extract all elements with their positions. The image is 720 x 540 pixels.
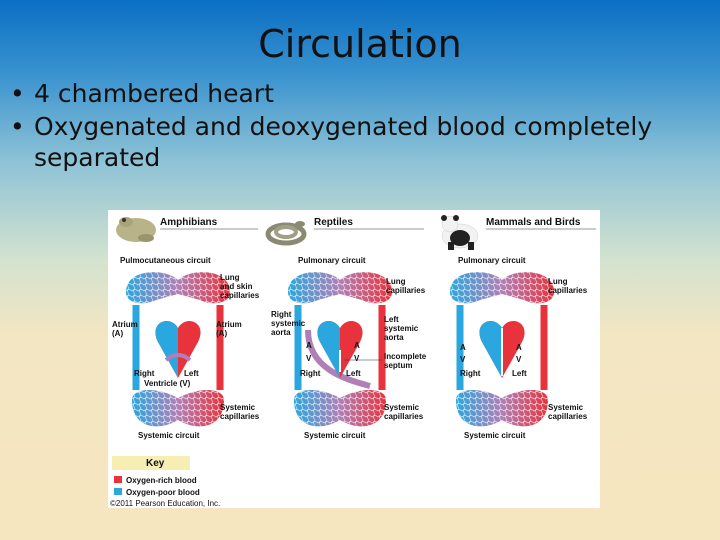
capillary-label: capillaries <box>384 412 424 421</box>
aorta-label: systemic <box>384 324 419 333</box>
aorta-label: Left <box>384 315 399 324</box>
lung-capillary-bed <box>126 272 230 304</box>
top-circuit-label: Pulmonary circuit <box>298 256 366 265</box>
legend-swatch-oxygen-poor <box>114 488 122 495</box>
systemic-capillary-bed <box>294 389 386 427</box>
side-label: Right <box>134 369 155 378</box>
frog-icon <box>116 217 156 242</box>
key-legend: Key Oxygen-rich blood Oxygen-poor blood … <box>110 456 220 508</box>
capillary-label: capillaries <box>548 286 588 295</box>
capillary-label: capillaries <box>220 412 260 421</box>
atrium-label: (A) <box>216 329 227 338</box>
chamber-label: V <box>460 355 466 364</box>
capillary-label: and skin <box>220 282 253 291</box>
chamber-label: A <box>460 343 466 352</box>
chamber-label: A <box>354 341 360 350</box>
bullet-text: 4 chambered heart <box>34 79 274 108</box>
bullet-item: • 4 chambered heart <box>10 78 710 109</box>
bullet-item: • Oxygenated and deoxygenated blood compl… <box>10 111 710 173</box>
atrium-label: Atrium <box>112 320 138 329</box>
legend-swatch-oxygen-rich <box>114 476 122 483</box>
top-circuit-label: Pulmonary circuit <box>458 256 526 265</box>
capillary-label: capillaries <box>386 286 426 295</box>
capillary-label: capillaries <box>220 291 260 300</box>
bullet-dot: • <box>10 112 25 141</box>
bullet-text: Oxygenated and deoxygenated blood comple… <box>34 112 653 172</box>
capillary-label: Lung <box>386 277 406 286</box>
capillary-label: Lung <box>220 273 240 282</box>
bottom-circuit-label: Systemic circuit <box>138 431 200 440</box>
systemic-capillary-bed <box>132 389 224 427</box>
ventricle-label: Ventricle (V) <box>144 379 191 388</box>
bullet-list: • 4 chambered heart • Oxygenated and deoxy… <box>10 78 710 175</box>
side-label: Left <box>184 369 199 378</box>
chamber-label: V <box>306 354 312 363</box>
chamber-label: V <box>516 355 522 364</box>
side-label: Right <box>460 369 481 378</box>
panel-heading: Mammals and Birds <box>486 217 581 228</box>
chamber-label: A <box>516 343 522 352</box>
chamber-label: V <box>354 354 360 363</box>
panda-icon <box>441 215 479 250</box>
lung-capillary-bed <box>450 272 554 304</box>
capillary-label: Lung <box>548 277 568 286</box>
key-title: Key <box>146 458 165 469</box>
bottom-circuit-label: Systemic circuit <box>464 431 526 440</box>
heart <box>479 320 525 378</box>
slide-title: Circulation <box>258 22 462 66</box>
septum-label: Incomplete <box>384 352 427 361</box>
credit-text: ©2011 Pearson Education, Inc. <box>110 499 220 508</box>
snake-icon <box>265 221 307 246</box>
capillary-label: capillaries <box>548 412 588 421</box>
bottom-circuit-label: Systemic circuit <box>304 431 366 440</box>
aorta-label: aorta <box>384 333 404 342</box>
legend-label: Oxygen-rich blood <box>126 476 197 485</box>
side-label: Left <box>346 369 361 378</box>
panel-heading: Reptiles <box>314 217 353 228</box>
aorta-label: aorta <box>271 328 291 337</box>
atrium-label: (A) <box>112 329 123 338</box>
panel-heading: Amphibians <box>160 217 218 228</box>
side-label: Right <box>300 369 321 378</box>
top-circuit-label: Pulmocutaneous circuit <box>120 256 211 265</box>
lung-capillary-bed <box>288 272 392 304</box>
panel-reptiles: Reptiles Pulmonary circuit Lung capillar… <box>265 217 427 440</box>
heart <box>155 320 201 378</box>
capillary-label: Systemic <box>384 403 420 412</box>
panel-mammals-birds: Mammals and Birds Pulmonary circuit Lung… <box>441 215 596 440</box>
capillary-label: Systemic <box>220 403 256 412</box>
chamber-label: A <box>306 341 312 350</box>
legend-label: Oxygen-poor blood <box>126 488 200 497</box>
panel-amphibians: Amphibians Pulmocutaneous circuit Lung a… <box>112 217 260 440</box>
systemic-capillary-bed <box>456 389 548 427</box>
aorta-label: Right <box>271 310 292 319</box>
side-label: Left <box>512 369 527 378</box>
atrium-label: Atrium <box>216 320 242 329</box>
capillary-label: Systemic <box>548 403 584 412</box>
bullet-dot: • <box>10 79 25 108</box>
circulation-figure: Amphibians Pulmocutaneous circuit Lung a… <box>108 210 600 508</box>
circulation-diagram: Amphibians Pulmocutaneous circuit Lung a… <box>110 215 596 508</box>
aorta-label: systemic <box>271 319 306 328</box>
septum-label: septum <box>384 361 412 370</box>
heart <box>317 320 363 378</box>
